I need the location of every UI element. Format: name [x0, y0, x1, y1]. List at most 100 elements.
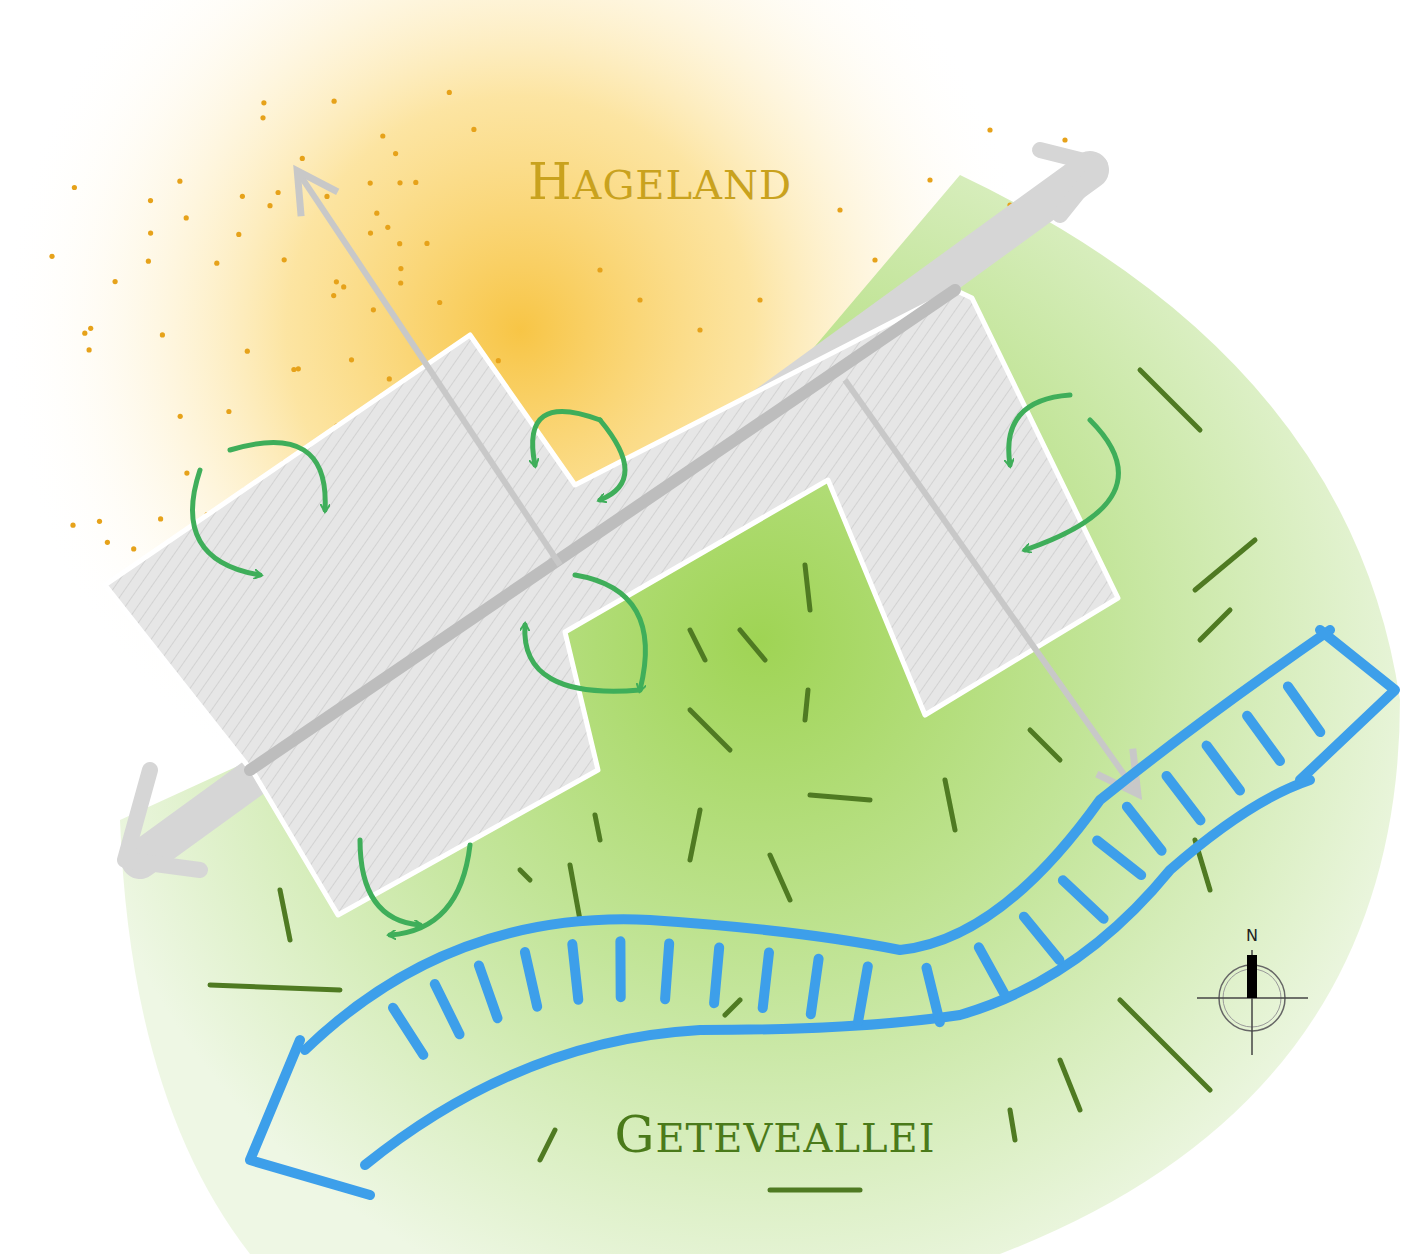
- dot: [160, 332, 165, 337]
- dot: [158, 516, 163, 521]
- dot: [397, 180, 402, 185]
- dot: [240, 194, 245, 199]
- north-label: N: [1246, 926, 1258, 945]
- dot: [245, 349, 250, 354]
- dot: [184, 471, 189, 476]
- river-bar: [811, 959, 819, 1015]
- river-bar: [393, 1008, 423, 1055]
- grass-stroke: [1010, 1110, 1015, 1140]
- grass-stroke: [280, 890, 290, 940]
- dot: [88, 326, 93, 331]
- river-bar: [1167, 776, 1201, 821]
- dot: [380, 133, 385, 138]
- building: [105, 290, 1118, 915]
- dot: [267, 203, 272, 208]
- grass-stroke: [1030, 730, 1060, 760]
- dot: [282, 257, 287, 262]
- river-bar: [1247, 716, 1280, 761]
- dot: [148, 198, 153, 203]
- dot: [148, 231, 153, 236]
- dot: [146, 259, 151, 264]
- dot: [413, 180, 418, 185]
- dot: [398, 280, 403, 285]
- river-bar: [665, 943, 669, 999]
- dot: [260, 115, 265, 120]
- dot: [1062, 137, 1067, 142]
- dot: [447, 90, 452, 95]
- dot: [87, 347, 92, 352]
- dot: [178, 414, 183, 419]
- river-bar: [714, 948, 719, 1004]
- river-bar: [435, 984, 460, 1034]
- grass-stroke: [1120, 1000, 1210, 1090]
- dot: [374, 211, 379, 216]
- dot: [987, 127, 992, 132]
- river-bar: [525, 952, 537, 1007]
- dot: [334, 279, 339, 284]
- dot: [184, 215, 189, 220]
- river-bar: [1097, 841, 1141, 876]
- north-arrow: [1197, 950, 1308, 1055]
- building-axis: [250, 290, 955, 770]
- grass-stroke: [945, 780, 955, 830]
- grass-stroke: [690, 810, 700, 860]
- river-bar: [763, 953, 769, 1009]
- dot: [397, 241, 402, 246]
- river: [250, 630, 1395, 1195]
- dot: [341, 284, 346, 289]
- dot: [368, 181, 373, 186]
- river-bar: [1024, 917, 1060, 960]
- dot: [300, 156, 305, 161]
- river-bar: [858, 966, 868, 1021]
- grass-stroke: [690, 630, 705, 660]
- dot: [70, 523, 75, 528]
- dot: [97, 519, 102, 524]
- dot: [296, 366, 301, 371]
- dot: [214, 261, 219, 266]
- dot: [177, 179, 182, 184]
- river-bar: [927, 968, 940, 1022]
- grass-stroke: [595, 815, 600, 840]
- dot: [872, 257, 877, 262]
- grass-stroke: [805, 565, 810, 610]
- grass-stroke: [770, 1188, 860, 1193]
- dot: [131, 546, 136, 551]
- dot: [393, 151, 398, 156]
- dot: [349, 357, 354, 362]
- view-arrow: [845, 380, 1135, 790]
- dot: [398, 266, 403, 271]
- dot: [276, 190, 281, 195]
- grass-stroke: [725, 1000, 740, 1015]
- dot: [637, 297, 642, 302]
- dot: [105, 540, 110, 545]
- river-bar: [1063, 880, 1104, 918]
- river-bar: [572, 944, 578, 1000]
- grass-stroke: [210, 985, 340, 990]
- dot: [927, 177, 932, 182]
- dot: [291, 367, 296, 372]
- dot: [597, 267, 602, 272]
- dot: [226, 409, 231, 414]
- dot: [72, 185, 77, 190]
- grass-stroke: [520, 870, 530, 880]
- region-label: HAGELAND: [528, 153, 792, 211]
- river-bar: [1288, 686, 1320, 732]
- view-arrow: [300, 175, 560, 565]
- river-bar: [615, 941, 625, 997]
- arrow-head: [1040, 150, 1100, 215]
- river-bar: [979, 947, 1006, 996]
- grass-stroke: [690, 710, 730, 750]
- road-label: GETEVEALLEI: [614, 1106, 935, 1164]
- dot: [437, 300, 442, 305]
- dot: [424, 241, 429, 246]
- dot: [113, 279, 118, 284]
- grass-stroke: [570, 865, 580, 920]
- grass-stroke: [810, 795, 870, 800]
- dot: [261, 100, 266, 105]
- river-bar: [479, 965, 498, 1018]
- dot: [471, 127, 476, 132]
- dot: [82, 331, 87, 336]
- dot: [49, 254, 54, 259]
- grass-stroke: [770, 855, 790, 900]
